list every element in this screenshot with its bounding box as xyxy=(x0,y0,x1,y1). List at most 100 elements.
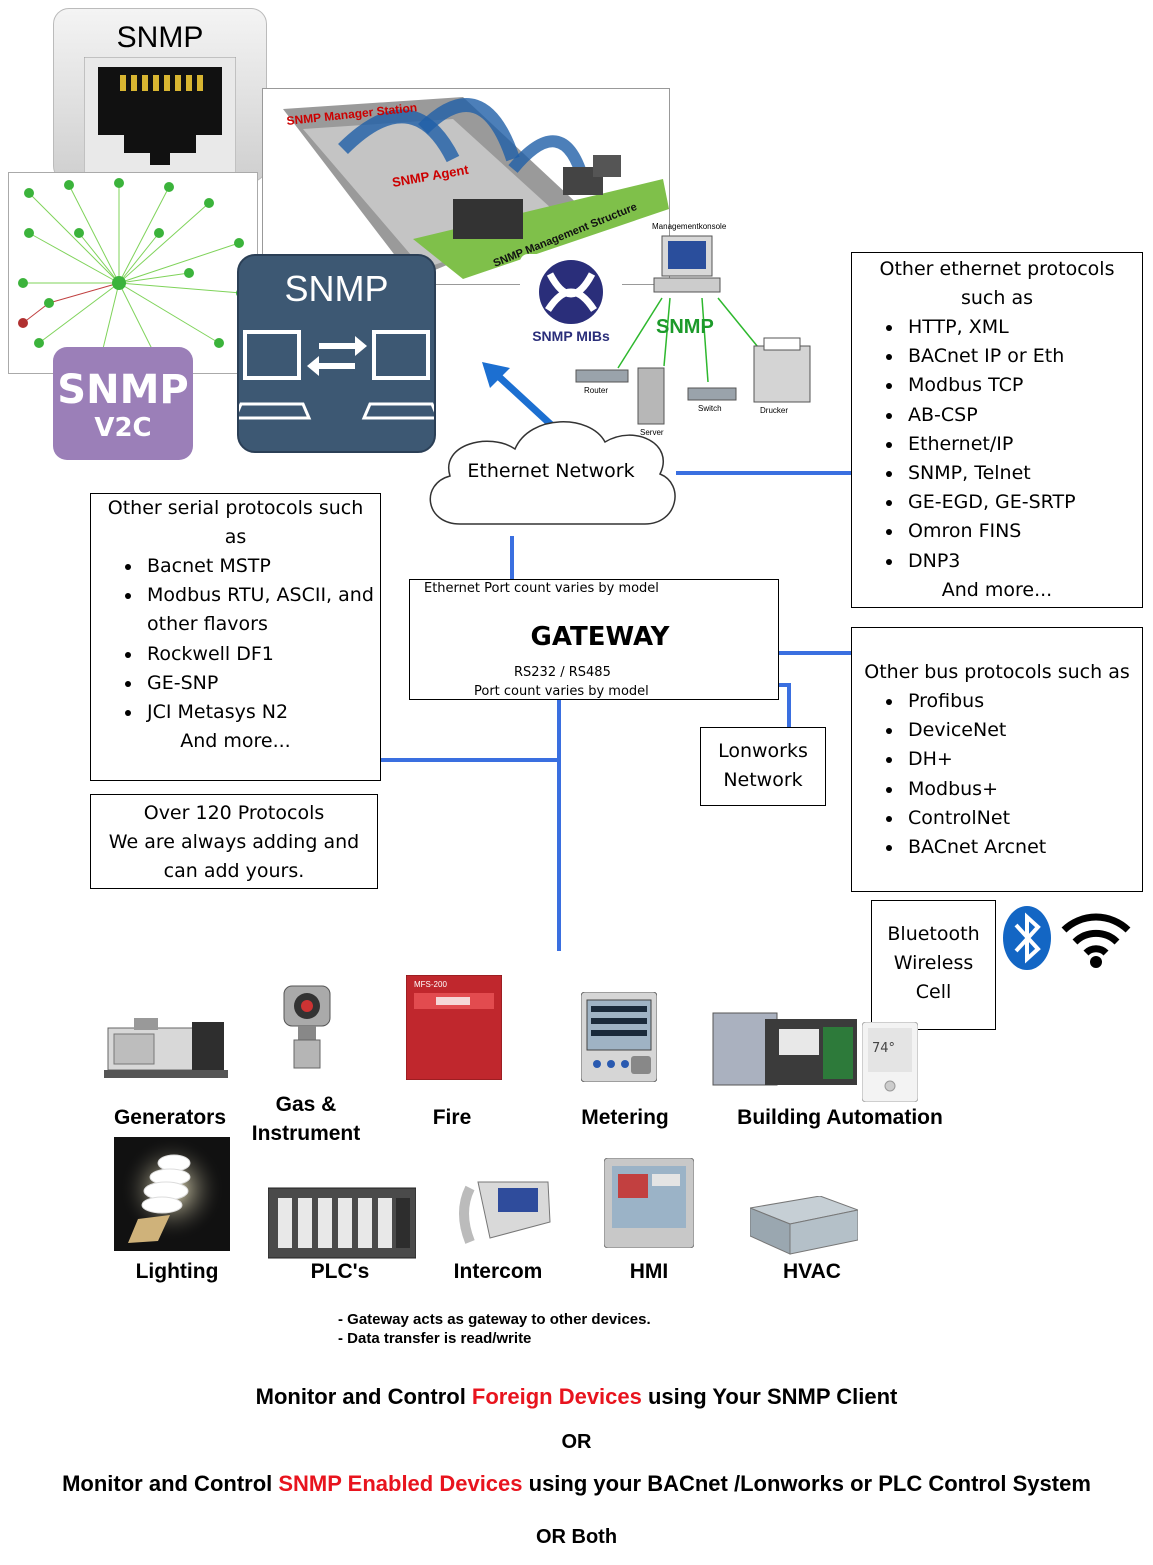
ethernet-protocol-item: Omron FINS xyxy=(904,517,1142,546)
snmp-exchange-label: SNMP xyxy=(284,268,389,309)
protocol-count-line3: can add yours. xyxy=(163,860,305,882)
gateway-to-bus-box-line xyxy=(778,651,852,655)
bus-protocol-item: ControlNet xyxy=(904,804,1142,833)
snmp-v2c-badge: SNMP V2C xyxy=(53,347,193,460)
intercom-image xyxy=(459,1181,551,1244)
cloud-to-ethernet-box-line xyxy=(676,471,852,475)
bus-protocol-item: DH+ xyxy=(904,745,1142,774)
wireless-line3: Cell xyxy=(915,981,952,1003)
serial-protocols-box: Other serial protocols such as Bacnet MS… xyxy=(90,493,381,781)
snmp-topology-diagram: Managementkonsole SNMP Router Server Swi… xyxy=(572,218,822,440)
ethernet-protocols-more: And more... xyxy=(941,578,1053,601)
protocol-count-box: Over 120 Protocols We are always adding … xyxy=(90,794,378,889)
protocol-count-line1: Over 120 Protocols xyxy=(143,802,325,824)
snmp-exchange-panel: SNMP xyxy=(237,254,436,453)
snmp-port-label: SNMP xyxy=(116,21,204,54)
ethernet-protocol-item: Modbus TCP xyxy=(904,371,1142,400)
meter-image xyxy=(581,992,657,1082)
tagline-line1-post: using Your SNMP Client xyxy=(641,1384,898,1409)
ethernet-protocol-item: SNMP, Telnet xyxy=(904,459,1142,488)
lonworks-line1: Lonworks xyxy=(718,740,808,762)
topology-snmp-label: SNMP xyxy=(656,316,714,338)
fire-panel-label: MFS-200 xyxy=(414,980,447,989)
bus-protocols-box: Other bus protocols such as ProfibusDevi… xyxy=(851,627,1143,892)
network-topology-icon xyxy=(18,178,246,370)
bus-protocol-item: BACnet Arcnet xyxy=(904,833,1142,862)
v2c-badge-version: V2C xyxy=(94,413,152,443)
gas-detector-image xyxy=(283,985,331,1069)
bus-protocols-list: ProfibusDeviceNetDH+Modbus+ControlNetBAC… xyxy=(852,687,1142,862)
gateway-box: Ethernet Port count varies by model GATE… xyxy=(409,579,779,700)
serial-protocol-item: Rockwell DF1 xyxy=(143,640,380,669)
serial-protocols-list: Bacnet MSTPModbus RTU, ASCII, and other … xyxy=(91,552,380,727)
hvac-unit-image xyxy=(750,1196,858,1255)
computer-exchange-icon xyxy=(239,330,434,420)
gateway-note-1: - Gateway acts as gateway to other devic… xyxy=(338,1311,651,1328)
protocol-count-line2: We are always adding and xyxy=(108,831,360,853)
topology-lines xyxy=(575,235,811,425)
gateway-title: GATEWAY xyxy=(530,622,670,652)
serial-protocols-title: Other serial protocols such as xyxy=(107,497,364,548)
serial-protocol-item: JCI Metasys N2 xyxy=(143,698,380,727)
hmi-image xyxy=(604,1158,694,1248)
ethernet-protocols-box: Other ethernet protocols such as HTTP, X… xyxy=(851,252,1143,608)
gateway-to-devices-line xyxy=(557,700,561,951)
building-controller-image xyxy=(712,1012,857,1086)
serial-protocol-item: Modbus RTU, ASCII, and other flavors xyxy=(143,581,380,639)
tagline-line2: Monitor and Control SNMP Enabled Devices… xyxy=(0,1471,1153,1497)
v2c-badge-title: SNMP xyxy=(57,367,189,413)
gateway-to-lonworks-line-h xyxy=(778,683,791,687)
hmi-label: HMI xyxy=(629,1260,669,1283)
lonworks-network-box: Lonworks Network xyxy=(700,727,826,806)
plcs-label: PLC's xyxy=(310,1260,370,1283)
lighting-image xyxy=(114,1137,230,1251)
fire-label: Fire xyxy=(432,1106,472,1129)
tagline-or-both: OR Both xyxy=(535,1526,618,1548)
ethernet-port-icon xyxy=(84,57,236,173)
gateway-port-note: Port count varies by model xyxy=(474,684,649,699)
ethernet-protocols-title: Other ethernet protocols such as xyxy=(879,258,1115,309)
ethernet-protocol-item: DNP3 xyxy=(904,547,1142,576)
lighting-label: Lighting xyxy=(135,1260,219,1283)
tagline-foreign-devices: Foreign Devices xyxy=(471,1384,642,1409)
snmp-manager-station-image: SNMP Manager Station SNMP Agent SNMP Man… xyxy=(262,88,670,285)
building-automation-label: Building Automation xyxy=(737,1106,943,1129)
tagline-line1: Monitor and Control Foreign Devices usin… xyxy=(0,1384,1153,1410)
bus-protocols-title: Other bus protocols such as xyxy=(864,661,1130,683)
serial-protocol-item: GE-SNP xyxy=(143,669,380,698)
ethernet-network-label: Ethernet Network xyxy=(467,460,635,482)
wireless-box: Bluetooth Wireless Cell xyxy=(871,900,996,1030)
tagline-line2-post: using your BACnet /Lonworks or PLC Contr… xyxy=(522,1471,1091,1496)
gas-instrument-label: Gas & Instrument xyxy=(238,1090,374,1148)
serial-protocol-item: Bacnet MSTP xyxy=(143,552,380,581)
ethernet-protocol-item: AB-CSP xyxy=(904,401,1142,430)
ethernet-protocol-item: HTTP, XML xyxy=(904,313,1142,342)
generators-label: Generators xyxy=(113,1106,227,1129)
lonworks-line2: Network xyxy=(723,769,803,791)
snmp-port-image: SNMP xyxy=(53,8,267,182)
bus-protocol-item: Modbus+ xyxy=(904,775,1142,804)
tagline-or: OR xyxy=(561,1431,592,1453)
gateway-ethernet-note: Ethernet Port count varies by model xyxy=(424,581,659,596)
hvac-label: HVAC xyxy=(783,1260,841,1283)
ethernet-protocol-item: Ethernet/IP xyxy=(904,430,1142,459)
thermostat-image xyxy=(862,1022,918,1102)
gateway-serial-note: RS232 / RS485 xyxy=(514,665,611,680)
printer-label: Drucker xyxy=(760,406,789,415)
serial-protocols-more: And more... xyxy=(180,730,291,753)
network-map-image xyxy=(8,172,258,374)
wireless-line1: Bluetooth xyxy=(887,923,980,945)
serial-box-to-bus-line xyxy=(380,758,561,762)
fire-panel-image: MFS-200 xyxy=(406,975,502,1080)
bus-protocol-item: Profibus xyxy=(904,687,1142,716)
gateway-note-2: - Data transfer is read/write xyxy=(338,1330,532,1347)
wifi-icon xyxy=(1061,913,1131,968)
cloud-to-gateway-line xyxy=(510,536,514,580)
tagline-snmp-devices: SNMP Enabled Devices xyxy=(278,1471,523,1496)
gas-instrument-line1: Gas & xyxy=(275,1093,337,1116)
mibs-logo-icon xyxy=(539,260,603,324)
thermostat-reading: 74° xyxy=(872,1041,896,1056)
intercom-label: Intercom xyxy=(453,1260,543,1283)
plc-image xyxy=(268,1187,416,1259)
snmp-mibs-logo: SNMP MIBs xyxy=(520,254,622,354)
